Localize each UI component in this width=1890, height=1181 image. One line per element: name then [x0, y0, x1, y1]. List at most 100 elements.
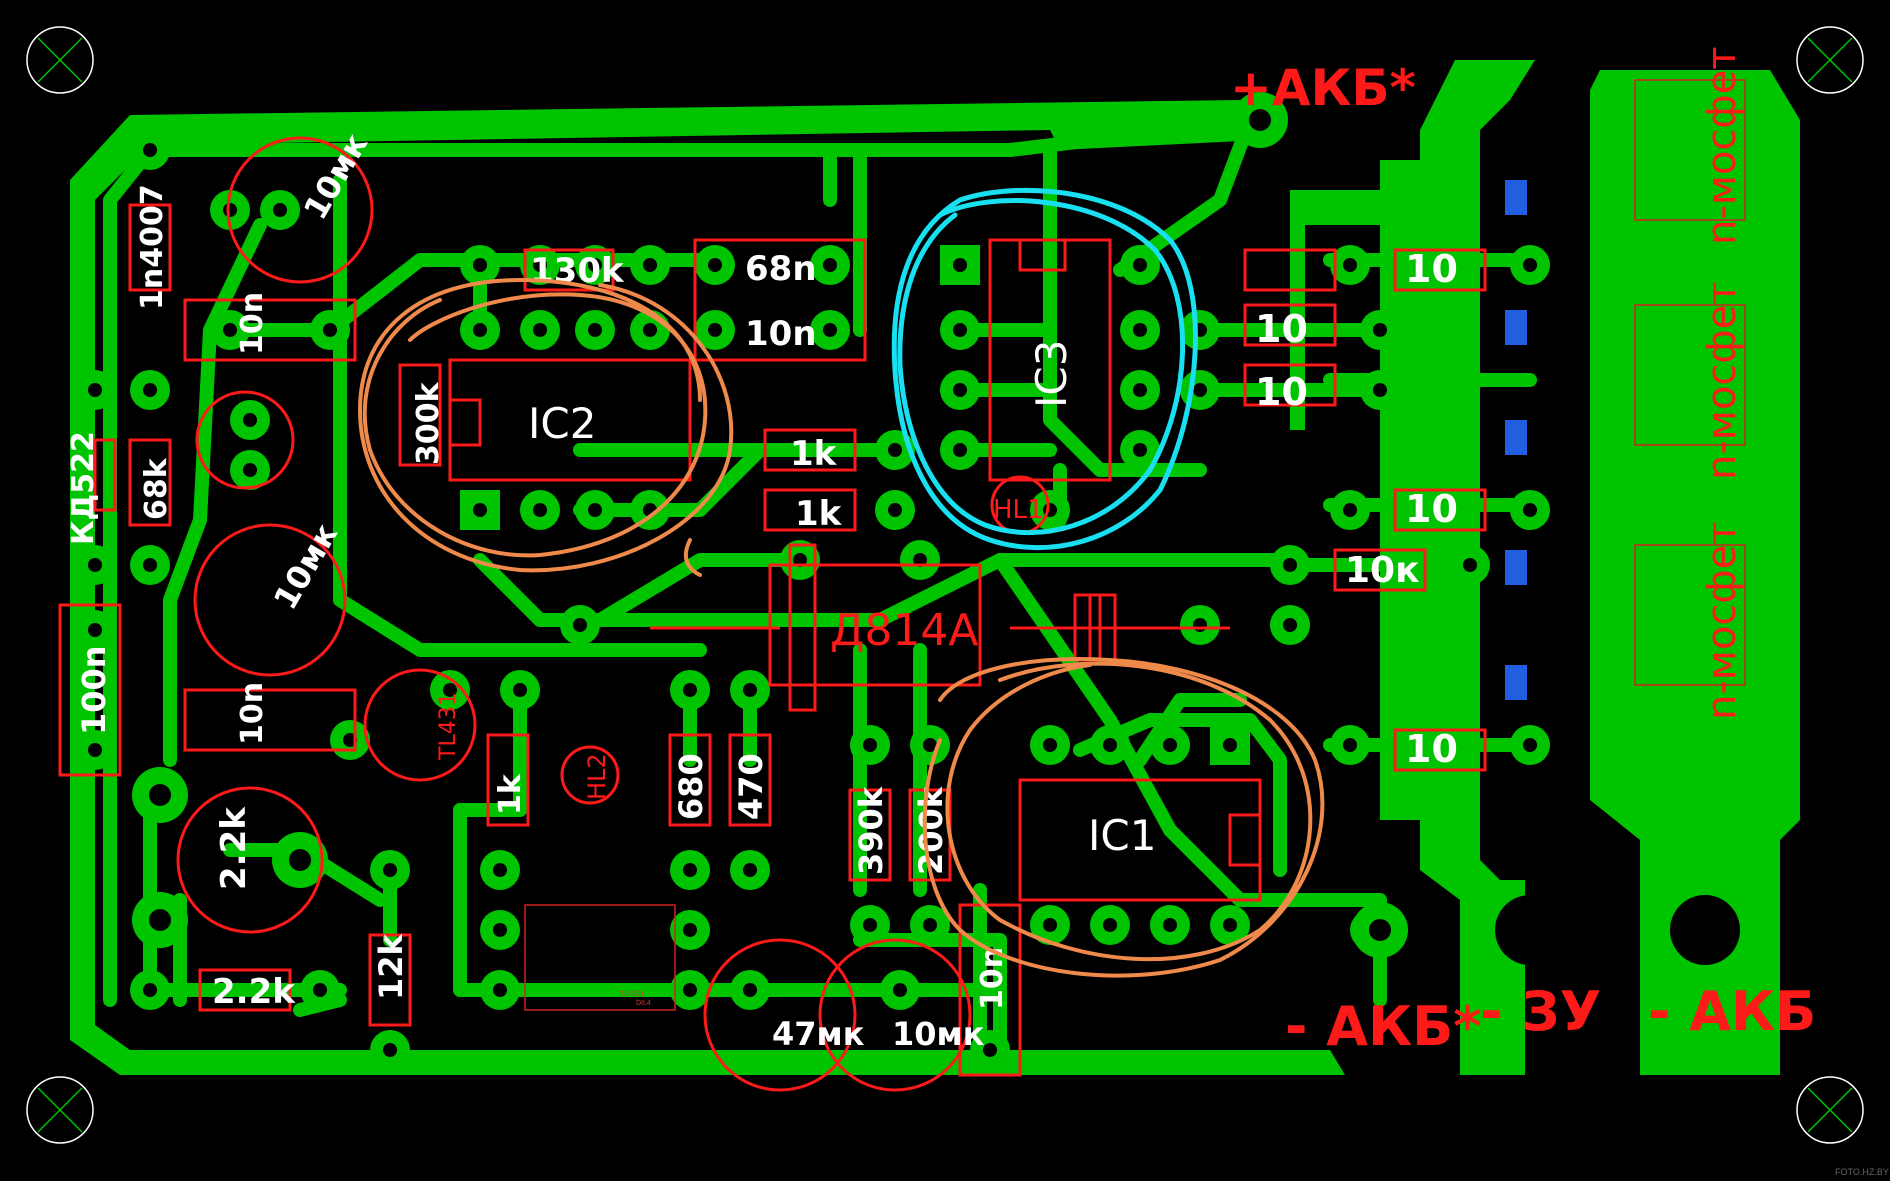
label-c-10n-top: 10n — [745, 314, 817, 354]
label-c-10n-left: 10n — [235, 292, 270, 355]
label-c-10n-low: 10n — [235, 682, 270, 745]
drill-hole — [533, 258, 547, 272]
drill-hole — [743, 683, 757, 697]
label-c-68n: 68n — [745, 249, 817, 289]
drill-hole — [1163, 918, 1177, 932]
drill-hole — [643, 323, 657, 337]
drill-hole — [1523, 258, 1537, 272]
drill-hole — [743, 863, 757, 877]
label-r-10-3: 10 — [1405, 247, 1458, 291]
label-r-1k-b: 1k — [795, 494, 843, 534]
label-tl431: TL431 — [436, 692, 461, 761]
component-outlines — [58, 79, 1746, 1092]
drill-hole — [683, 923, 697, 937]
drill-hole — [243, 463, 257, 477]
label-c-47mk: 47мк — [772, 1015, 865, 1053]
drill-hole — [643, 258, 657, 272]
drill-hole — [1223, 738, 1237, 752]
label-ic3: IC3 — [1027, 340, 1076, 408]
label-r-10-5: 10 — [1405, 727, 1458, 771]
mosfet-tabs — [1505, 180, 1527, 700]
label-r-10-4: 10 — [1405, 487, 1458, 531]
drill-hole — [953, 443, 967, 457]
drill-hole — [383, 1043, 397, 1057]
drill-hole — [863, 918, 877, 932]
drill-hole — [493, 863, 507, 877]
drill-hole — [823, 323, 837, 337]
drill-hole — [493, 983, 507, 997]
label-akb-minus: - АКБ — [1648, 980, 1816, 1043]
label-r-390k: 390k — [852, 786, 890, 875]
label-r-10-2: 10 — [1255, 370, 1308, 414]
drill-hole — [1043, 918, 1057, 932]
drill-hole — [143, 383, 157, 397]
drill-hole — [223, 323, 237, 337]
drill-hole — [1373, 383, 1387, 397]
label-r-1k-c: 1k — [493, 773, 528, 815]
drill-hole — [588, 503, 602, 517]
label-ic2: IC2 — [528, 399, 596, 448]
label-mosfet-2: n-мосфет — [1699, 281, 1745, 480]
drill-hole — [1163, 738, 1177, 752]
drill-hole — [88, 383, 102, 397]
drill-hole — [513, 683, 527, 697]
label-mosfet-3: n-мосфет — [1699, 521, 1745, 720]
drill-hole — [743, 983, 757, 997]
drill-hole — [143, 143, 157, 157]
drill-hole — [243, 413, 257, 427]
label-r-68k: 68k — [139, 457, 174, 520]
label-dil4: DIL4 — [636, 1000, 651, 1007]
drill-hole — [1343, 258, 1357, 272]
drill-hole — [588, 258, 602, 272]
drill-hole — [1103, 918, 1117, 932]
drill-hole — [533, 503, 547, 517]
label-r-2-2k-b: 2.2k — [212, 972, 296, 1012]
drill-hole — [683, 683, 697, 697]
mounting-holes — [1495, 895, 1740, 965]
drill-hole — [683, 983, 697, 997]
power-labels: +АКБ* - АКБ* - ЗУ - АКБ n-мосфет n-мосфе… — [1230, 46, 1816, 1058]
drill-hole — [1043, 738, 1057, 752]
drill-hole — [88, 623, 102, 637]
drill-hole — [1193, 618, 1207, 632]
drill-hole — [1249, 109, 1271, 131]
drill-hole — [923, 738, 937, 752]
drill-hole — [983, 1043, 997, 1057]
label-d-1n4007: 1n4007 — [135, 184, 170, 310]
label-r-200k: 200k — [912, 786, 950, 875]
orange-scribble-ic1 — [922, 657, 1325, 978]
drill-hole — [953, 258, 967, 272]
drill-hole — [493, 923, 507, 937]
label-akb-minus-star: - АКБ* — [1285, 995, 1482, 1058]
label-r-1k-a: 1k — [790, 434, 838, 474]
drill-hole — [953, 323, 967, 337]
drill-hole — [1133, 323, 1147, 337]
drill-hole — [323, 323, 337, 337]
drill-hole — [149, 784, 171, 806]
label-hl2: HL2 — [583, 753, 611, 800]
drill-hole — [88, 558, 102, 572]
drill-hole — [1369, 919, 1391, 941]
label-c-10mk-bot: 10мк — [892, 1015, 985, 1053]
label-zu-minus: - ЗУ — [1480, 980, 1601, 1043]
fiducial-bottom-right — [1796, 1076, 1864, 1144]
label-r-470: 470 — [732, 753, 770, 820]
drill-hole — [888, 503, 902, 517]
drill-hole — [1463, 558, 1477, 572]
label-ic1: IC1 — [1088, 811, 1156, 860]
drill-hole — [473, 503, 487, 517]
drill-hole — [383, 863, 397, 877]
drill-hole — [1283, 618, 1297, 632]
component-labels: 130k 68n 10n 1n4007 10мк 10n 300k КД522 … — [66, 127, 1458, 1053]
watermark: FOTO.HZ.BY — [1835, 1167, 1889, 1177]
orange-scribble-ic2 — [358, 278, 734, 577]
drill-hole — [823, 258, 837, 272]
drill-hole — [573, 618, 587, 632]
drill-hole — [923, 918, 937, 932]
drill-hole — [1343, 738, 1357, 752]
drill-hole — [953, 383, 967, 397]
drill-hole — [443, 683, 457, 697]
drill-hole — [1103, 738, 1117, 752]
label-r-2-2k-a: 2.2k — [214, 806, 254, 890]
